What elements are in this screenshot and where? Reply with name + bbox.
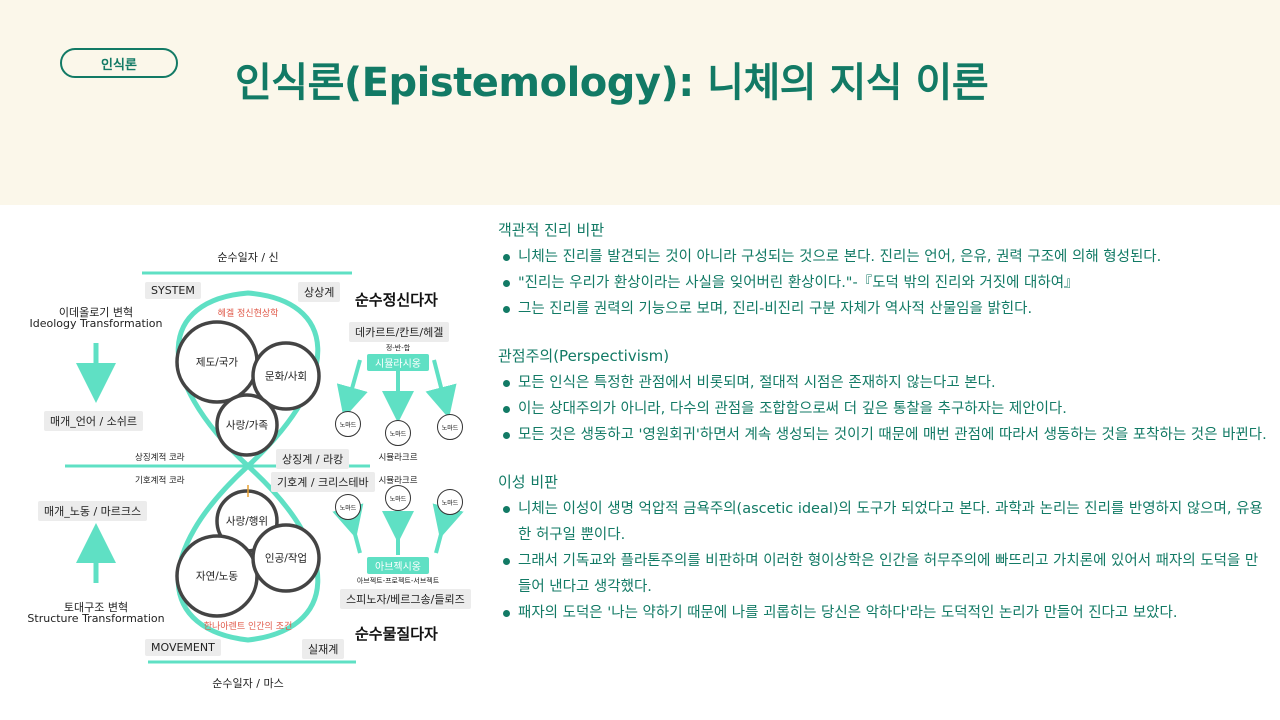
bullet-item: "진리는 우리가 환상이라는 사실을 잊어버린 환상이다."-『도덕 밖의 진리…: [498, 270, 1268, 296]
circle-label-love-family: 사랑/가족: [225, 419, 269, 432]
top-label: 순수일자 / 신: [217, 251, 279, 264]
ideology-ko: 이데올로기 변혁: [58, 306, 134, 319]
circle-label-love-action: 사랑/행위: [225, 515, 269, 528]
semiotic-cora: 기호계적 코라: [135, 476, 185, 486]
bullet-list: 니체는 진리를 발견되는 것이 아니라 구성되는 것으로 본다. 진리는 언어,…: [498, 244, 1268, 322]
siljae-label: 실재계: [302, 639, 345, 659]
title-banner: 인식론 인식론(Epistemology): 니체의 지식 이론: [0, 0, 1280, 205]
system-label: SYSTEM: [145, 282, 201, 299]
circle-label-institution: 제도/국가: [195, 356, 239, 369]
nomad-2: 노마드: [385, 420, 411, 446]
topic-tag[interactable]: 인식론: [60, 48, 178, 78]
bullet-item: 모든 것은 생동하고 '영원회귀'하면서 계속 생성되는 것이기 때문에 매번 …: [498, 422, 1268, 448]
abject-arrow-left: [332, 503, 364, 554]
semiotic-label: 기호계 / 크리스테바: [271, 472, 375, 492]
simulation-label: 시뮬라시옹: [367, 354, 429, 371]
simulacre-mid: 시뮬라크르: [378, 476, 418, 486]
sangsang-label: 상상계: [298, 282, 341, 302]
descartes-label: 데카르트/칸트/헤겔: [349, 322, 450, 342]
spinoza-label: 스피노자/베르그송/들뢰즈: [340, 589, 471, 609]
simulation-arrow-right: [425, 359, 457, 419]
section-heading: 이성 비판: [498, 473, 558, 491]
nomad-6: 노마드: [437, 489, 463, 515]
content-panel: 객관적 진리 비판 니체는 진리를 발견되는 것이 아니라 구성되는 것으로 본…: [498, 218, 1268, 648]
medium-labor: 매개_노동 / 마르크스: [38, 501, 148, 521]
symbolic-label: 상징계 / 라캉: [276, 449, 350, 469]
circle-label-culture: 문화/사회: [264, 370, 308, 383]
page-title: 인식론(Epistemology): 니체의 지식 이론: [235, 60, 989, 106]
bullet-list: 모든 인식은 특정한 관점에서 비롯되며, 절대적 시점은 존재하지 않는다고 …: [498, 370, 1268, 448]
circle-artificial-work: [251, 523, 321, 593]
circle-label-artificial-work: 인공/작업: [264, 552, 308, 565]
nomad-4: 노마드: [335, 494, 361, 520]
section-objective-truth: 객관적 진리 비판 니체는 진리를 발견되는 것이 아니라 구성되는 것으로 본…: [498, 218, 1268, 322]
abject-label: 아브젝시옹: [367, 557, 429, 574]
nomad-5: 노마드: [385, 485, 411, 511]
bullet-item: 니체는 진리를 발견되는 것이 아니라 구성되는 것으로 본다. 진리는 언어,…: [498, 244, 1268, 270]
simulation-arrow-left: [336, 359, 368, 419]
thesis-label: 정-반-합: [385, 344, 411, 352]
diagram-graphics: [65, 271, 464, 664]
bullet-item: 이는 상대주의가 아니라, 다수의 관점을 조합함으로써 더 깊은 통찰을 추구…: [498, 396, 1268, 422]
bottom-label: 순수일자 / 마스: [212, 677, 284, 690]
section-heading: 관점주의(Perspectivism): [498, 347, 670, 365]
bullet-item: 그래서 기독교와 플라톤주의를 비판하며 이러한 형이상학은 인간을 허무주의에…: [498, 548, 1268, 600]
circle-label-nature-labor: 자연/노동: [195, 570, 239, 583]
section-perspectivism: 관점주의(Perspectivism) 모든 인식은 특정한 관점에서 비롯되며…: [498, 344, 1268, 448]
circle-culture: [251, 341, 321, 411]
bullet-item: 모든 인식은 특정한 관점에서 비롯되며, 절대적 시점은 존재하지 않는다고 …: [498, 370, 1268, 396]
bullet-item: 그는 진리를 권력의 기능으로 보며, 진리-비진리 구분 자체가 역사적 산물…: [498, 296, 1268, 322]
pure-spirit-label: 순수정신다자: [355, 291, 438, 309]
ideology-en: Ideology Transformation: [29, 317, 163, 330]
nomad-1: 노마드: [335, 411, 361, 437]
medium-language: 매개_언어 / 소쉬르: [44, 411, 144, 431]
nomad-3: 노마드: [437, 414, 463, 440]
movement-label: MOVEMENT: [145, 639, 221, 656]
structure-ko: 토대구조 변혁: [63, 601, 129, 614]
symbol-cora: 상징계적 코라: [135, 453, 185, 463]
hegel-label: 헤겔 정신현상학: [217, 309, 279, 319]
bullet-item: 패자의 도덕은 '나는 약하기 때문에 나를 괴롭히는 당신은 악하다'라는 도…: [498, 600, 1268, 626]
simulacre-top: 시뮬라크르: [378, 453, 418, 463]
epistemology-diagram: 순수일자 / 신 SYSTEM 상상계 순수정신다자 헤겔 정신현상학 이데올로…: [27, 215, 471, 705]
section-heading: 객관적 진리 비판: [498, 221, 605, 239]
abject-arrow-right: [432, 503, 464, 554]
structure-en: Structure Transformation: [27, 612, 165, 625]
arendt-label: 한나아렌트 인간의 조건: [203, 622, 293, 632]
pure-matter-label: 순수물질다자: [355, 625, 438, 643]
bullet-item: 니체는 이성이 생명 억압적 금욕주의(ascetic ideal)의 도구가 …: [498, 496, 1268, 548]
abject-sub: 아브젝트-프로젝트-서브젝트: [356, 577, 440, 585]
section-reason-critique: 이성 비판 니체는 이성이 생명 억압적 금욕주의(ascetic ideal)…: [498, 470, 1268, 626]
bullet-list: 니체는 이성이 생명 억압적 금욕주의(ascetic ideal)의 도구가 …: [498, 496, 1268, 626]
circle-love-family: [215, 393, 279, 457]
